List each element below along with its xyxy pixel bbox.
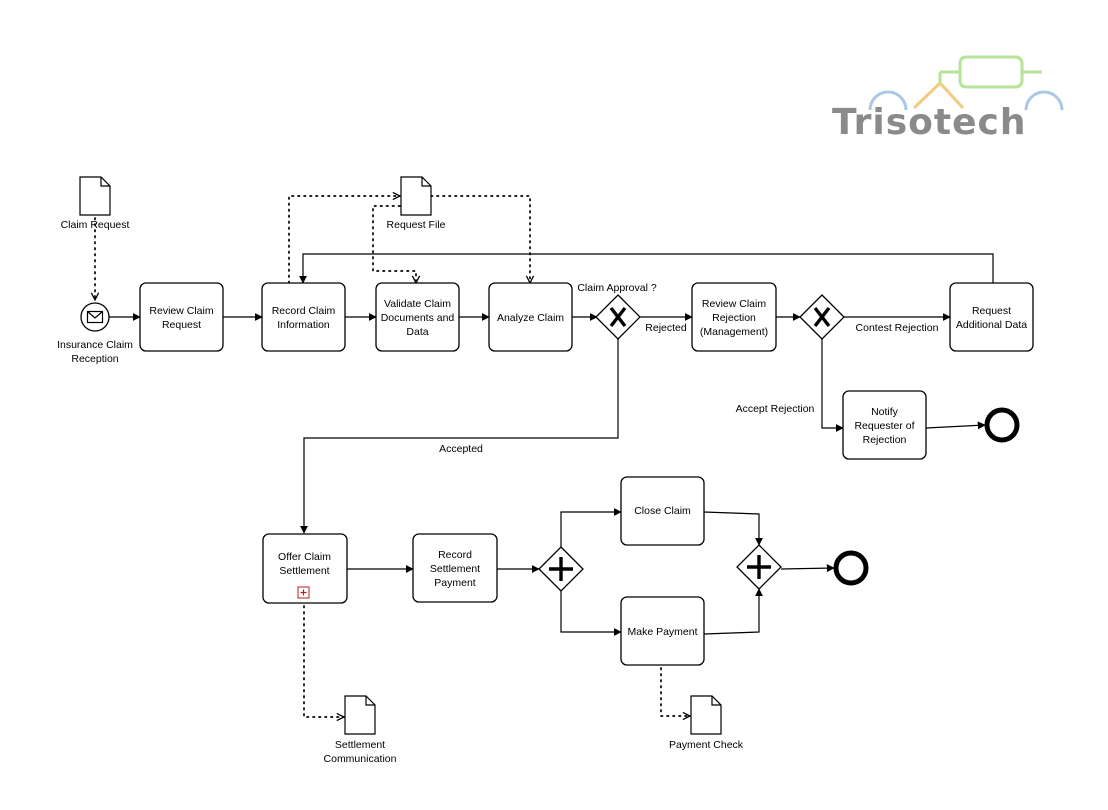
data-object-payment-check[interactable]: Payment Check (669, 695, 744, 751)
data-object-label-line1: Settlement (335, 739, 385, 751)
data-object-label-line2: Communication (324, 753, 397, 765)
task-label-line2: Requester of (854, 420, 914, 432)
start-event-label-line1: Insurance Claim (57, 339, 133, 351)
exclusive-gateway-claim-approval[interactable]: Claim Approval ? (577, 282, 657, 340)
start-event[interactable]: Insurance Claim Reception (57, 302, 133, 365)
sequence-flows (109, 253, 994, 636)
flow-accept-rejection (821, 339, 844, 432)
gateway-claim-approval-label: Claim Approval ? (577, 282, 657, 294)
envelope-icon (86, 310, 104, 324)
parallel-gateway-join[interactable] (736, 544, 782, 590)
task-label-line1: Analyze Claim (497, 312, 564, 324)
flow-label-rejected: Rejected (645, 322, 687, 334)
logo-arc-left (868, 90, 908, 111)
flow-label-accept-rejection: Accept Rejection (736, 403, 815, 415)
flow-notify-to-end (925, 421, 986, 430)
task-label-line1: Validate Claim (384, 298, 451, 310)
data-object-label-line1: Claim Request (61, 219, 130, 231)
assoc-offer-to-settlement-communication (303, 605, 344, 717)
assoc-make-payment-to-payment-check (660, 667, 690, 716)
flow-close-claim-to-join (703, 511, 763, 546)
flow-join-to-end (780, 564, 835, 573)
task-label-line1: Notify (871, 406, 899, 418)
end-event-settlement[interactable] (833, 550, 869, 586)
flow-split-to-close-claim (560, 508, 622, 547)
task-label-line1: Request (972, 305, 1011, 317)
flow-request-additional-to-record (299, 253, 994, 284)
task-analyze-claim[interactable]: Analyze Claim (488, 282, 573, 352)
data-object-label-line1: Payment Check (669, 739, 744, 751)
task-label-line3: Data (406, 326, 428, 338)
flow-label-accepted: Accepted (439, 443, 483, 455)
flow-split-to-make-payment (560, 591, 622, 636)
task-label-line3: Rejection (863, 434, 907, 446)
task-label-line1: Review Claim (702, 298, 766, 310)
task-label-line1: Offer Claim (278, 551, 331, 563)
flow-accepted (300, 339, 619, 534)
data-object-claim-request[interactable]: Claim Request (61, 176, 130, 231)
task-label-line2: Documents and (381, 312, 455, 324)
data-associations (95, 196, 690, 717)
plus-marker-icon (747, 555, 771, 579)
task-label-line1: Make Payment (627, 626, 697, 638)
task-label-line2: Rejection (712, 312, 756, 324)
task-label-line1: Close Claim (634, 505, 691, 517)
task-label-line2: Additional Data (956, 319, 1027, 331)
logo-arc-right (1024, 90, 1064, 111)
task-label-line3: (Management) (700, 326, 768, 338)
start-event-label-line2: Reception (71, 353, 118, 365)
task-close-claim[interactable]: Close Claim (620, 476, 705, 546)
task-label-line2: Settlement (279, 565, 329, 577)
assoc-request-file-to-analyze (430, 195, 530, 283)
logo-text: Trisotech (832, 102, 1026, 143)
parallel-gateway-split[interactable] (538, 546, 584, 592)
end-event-rejection[interactable] (984, 407, 1020, 443)
data-object-label-line1: Request File (387, 219, 446, 231)
task-label-line1: Record (438, 549, 472, 561)
assoc-record-to-request-file (288, 196, 400, 284)
data-object-request-file[interactable]: Request File (387, 176, 446, 231)
exclusive-gateway-rejection-decision[interactable] (799, 294, 845, 340)
task-label-line2: Settlement (430, 563, 480, 575)
x-marker-icon (813, 306, 831, 328)
flow-label-contest-rejection: Contest Rejection (856, 322, 939, 334)
task-label-line2: Request (162, 319, 201, 331)
flow-make-payment-to-join (703, 588, 763, 635)
assoc-request-file-to-validate (372, 205, 416, 283)
task-label-line3: Payment (434, 577, 476, 589)
task-make-payment[interactable]: Make Payment (620, 596, 705, 666)
subprocess-expand-icon[interactable] (297, 586, 310, 599)
plus-marker-icon (549, 557, 573, 581)
task-label-line1: Review Claim (149, 305, 213, 317)
x-marker-icon (609, 306, 627, 328)
task-label-line1: Record Claim (272, 305, 336, 317)
logo-box (958, 55, 1024, 89)
task-label-line2: Information (277, 319, 330, 331)
trisotech-logo: Trisotech (832, 55, 1064, 143)
